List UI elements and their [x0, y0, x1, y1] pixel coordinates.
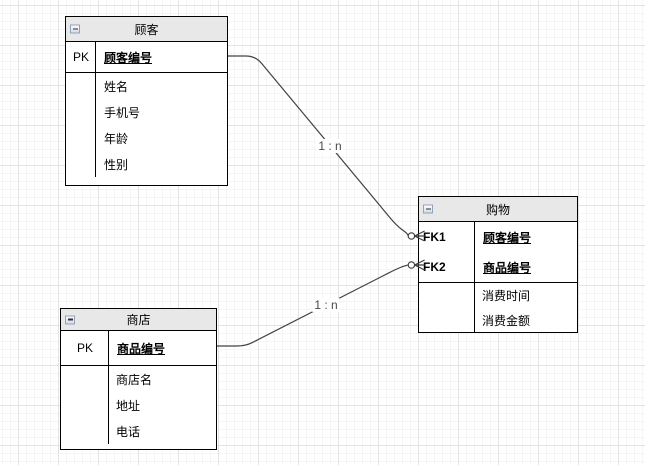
key-label: PK [76, 341, 93, 355]
entity-title: 购物 [485, 202, 510, 217]
collapse-icon[interactable] [65, 315, 75, 324]
key-field: 顾客编号 [483, 230, 532, 245]
entity-store[interactable]: 商店 PK 商品编号 商店名 地址 电话 [60, 308, 217, 450]
table-row[interactable]: PK 商品编号 [61, 331, 216, 365]
entity-shopping-body: FK1 顾客编号 FK2 商品编号 消费时间 消费金额 [419, 222, 577, 333]
collapse-icon[interactable] [70, 24, 80, 34]
table-row[interactable]: FK2 商品编号 [419, 252, 577, 282]
table-row[interactable]: 地址 [116, 398, 141, 413]
entity-shopping[interactable]: 购物 FK1 顾客编号 FK2 商品编号 消费时间 消费金额 [418, 196, 578, 333]
entity-title: 顾客 [134, 22, 159, 37]
entity-store-header[interactable]: 商店 [61, 309, 216, 331]
collapse-icon[interactable] [423, 204, 433, 214]
entity-customer-body: PK 顾客编号 姓名 手机号 年龄 性别 [66, 42, 227, 177]
table-row[interactable]: 消费金额 [482, 314, 531, 328]
table-row[interactable]: 年龄 [104, 131, 129, 146]
column-divider [95, 42, 96, 177]
column-divider [108, 331, 109, 444]
table-row[interactable]: 手机号 [104, 105, 141, 120]
key-section: FK1 顾客编号 FK2 商品编号 [419, 222, 577, 283]
entity-shopping-header[interactable]: 购物 [419, 197, 577, 222]
key-field: 商品编号 [483, 260, 532, 275]
table-row[interactable]: 性别 [104, 157, 129, 172]
edge-label-customer-shopping[interactable]: 1 : n [316, 139, 344, 153]
entity-customer[interactable]: 顾客 PK 顾客编号 姓名 手机号 年龄 性别 [65, 16, 228, 186]
key-field: 商品编号 [117, 341, 166, 356]
table-row[interactable]: FK1 顾客编号 [419, 222, 577, 252]
table-row[interactable]: 商店名 [116, 372, 153, 387]
table-row[interactable]: 消费时间 [482, 289, 531, 303]
column-divider [474, 222, 475, 333]
key-label: FK1 [423, 230, 446, 244]
entity-store-body: PK 商品编号 商店名 地址 电话 [61, 331, 216, 444]
key-label: PK [72, 50, 89, 64]
key-field: 顾客编号 [104, 50, 153, 65]
table-row[interactable]: PK 顾客编号 [66, 42, 227, 72]
key-section: PK 商品编号 [61, 331, 216, 366]
key-label: FK2 [423, 260, 446, 274]
table-row[interactable]: 电话 [116, 424, 141, 439]
key-section: PK 顾客编号 [66, 42, 227, 73]
entity-title: 商店 [126, 313, 151, 327]
table-row[interactable]: 姓名 [104, 79, 129, 94]
edge-label-store-shopping[interactable]: 1 : n [312, 298, 340, 312]
entity-customer-header[interactable]: 顾客 [66, 17, 227, 42]
